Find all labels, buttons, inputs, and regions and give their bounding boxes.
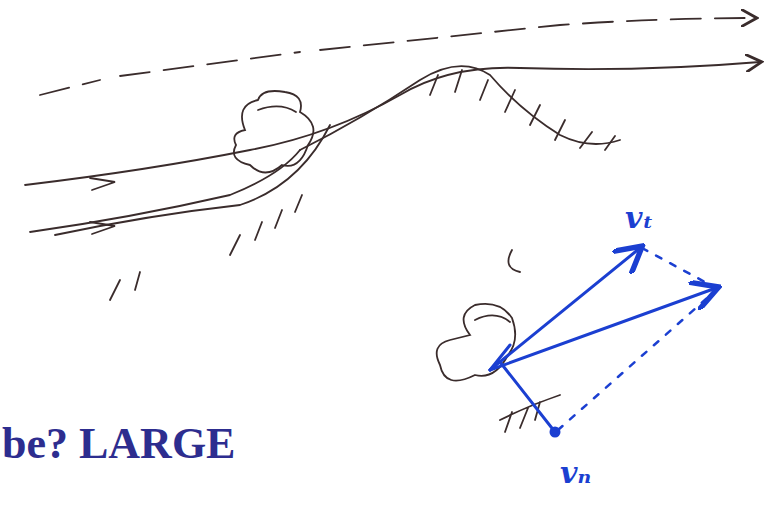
- heading-text: be? LARGE: [2, 418, 235, 469]
- velocity-label: vₜ: [625, 200, 654, 235]
- velocity-label: vₙ: [560, 455, 591, 490]
